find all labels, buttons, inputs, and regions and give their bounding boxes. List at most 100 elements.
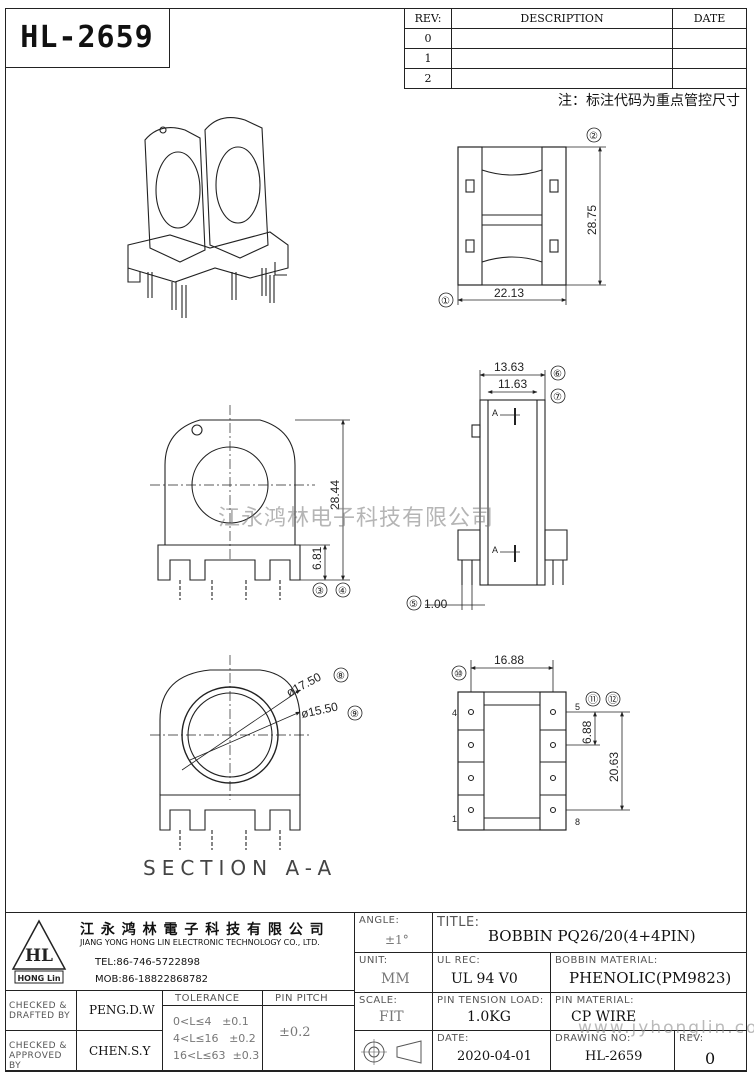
- checked-approved-cell: CHECKED & APPROVED BY: [5, 1031, 77, 1072]
- callout-5: ⑤: [409, 599, 418, 610]
- rev-row: 2: [404, 68, 452, 89]
- angle-label: ANGLE:: [359, 915, 400, 926]
- callout-8: ⑧: [336, 671, 345, 682]
- revision-table: REV: DESCRIPTION DATE 0 1 2: [404, 8, 747, 89]
- dim-pitch: 6.88: [580, 720, 594, 744]
- section-mark-bottom: A: [492, 545, 498, 555]
- checked-approved-label: CHECKED & APPROVED BY: [9, 1041, 67, 1071]
- date-header: DATE: [672, 8, 747, 29]
- ul-value: UL 94 V0: [451, 971, 518, 987]
- side-view: [406, 365, 568, 611]
- dim-outer: 13.63: [494, 360, 524, 374]
- date-value: 2020-04-01: [457, 1049, 532, 1064]
- callout-2: ②: [589, 131, 598, 142]
- bobbin-material-cell: BOBBIN MATERIAL: PHENOLIC(PM9823): [551, 953, 747, 993]
- watermark-url: www.jyhonglin.com: [578, 1018, 754, 1038]
- title-cell: TITLE: BOBBIN PQ26/20(4+4PIN): [433, 913, 747, 953]
- callout-11: ⑪: [588, 694, 598, 706]
- drafted-by-value: PENG.D.W: [89, 1003, 155, 1017]
- dim-outer-dia: ø17.50: [284, 670, 324, 700]
- isometric-view: [127, 117, 289, 318]
- dim-width: 22.13: [494, 286, 524, 300]
- pin-pitch-cell: PIN PITCH ±0.2: [263, 991, 355, 1072]
- technical-drawing: 22.13 28.75 ① ② 13.63 11.63 1.00 A A ⑤ ⑥…: [127, 117, 630, 850]
- section-mark-top: A: [492, 408, 498, 418]
- company-name-cn: 江 永 鸿 林 電 子 科 技 有 限 公 司: [80, 922, 325, 938]
- tolerance-row: 0<L≤4 ±0.1: [173, 1015, 249, 1028]
- drawing-no-value: HL-2659: [585, 1049, 643, 1064]
- approved-by-cell: CHEN.S.Y: [77, 1031, 163, 1072]
- rev-label: REV:: [679, 1033, 704, 1044]
- callout-9: ⑨: [350, 709, 359, 720]
- company-block: HL HONG Lin 江 永 鸿 林 電 子 科 技 有 限 公 司 JIAN…: [5, 913, 355, 991]
- pin-pitch-label: PIN PITCH: [275, 993, 329, 1004]
- dim-height: 28.75: [585, 205, 599, 235]
- ul-label: UL REC:: [437, 955, 481, 966]
- pin-label-4: 4: [452, 708, 457, 718]
- dim-inner-dia: ø15.50: [300, 699, 340, 721]
- part-number: HL-2659: [5, 8, 170, 68]
- tolerance-row: 16<L≤63 ±0.3: [173, 1049, 260, 1062]
- pin-material-label: PIN MATERIAL:: [555, 995, 634, 1006]
- drafted-by-cell: PENG.D.W: [77, 991, 163, 1031]
- front-view: [150, 405, 351, 600]
- checked-drafted-label: CHECKED & DRAFTED BY: [9, 1001, 71, 1021]
- ul-cell: UL REC: UL 94 V0: [433, 953, 551, 993]
- bobbin-material-value: PHENOLIC(PM9823): [569, 969, 732, 987]
- callout-6: ⑥: [553, 369, 562, 380]
- tolerance-row: 4<L≤16 ±0.2: [173, 1032, 256, 1045]
- date-label: DATE:: [437, 1033, 469, 1044]
- control-note: 注：标注代码为重点管控尺寸: [558, 93, 740, 109]
- date-cell: DATE: 2020-04-01: [433, 1031, 551, 1072]
- pin-material-value: CP WIRE: [571, 1009, 637, 1025]
- pin-pitch-value: ±0.2: [279, 1025, 311, 1040]
- top-view: [438, 127, 606, 308]
- logo-sub: HONG Lin: [17, 974, 60, 983]
- tolerance-cell: TOLERANCE 0<L≤4 ±0.1 4<L≤16 ±0.2 16<L≤63…: [163, 991, 263, 1072]
- watermark: 江永鸿林电子科技有限公司: [218, 506, 495, 531]
- company-name-en: JIANG YONG HONG LIN ELECTRONIC TECHNOLOG…: [80, 938, 320, 947]
- scale-cell: SCALE: FIT: [355, 993, 433, 1031]
- rev-cell: REV: 0: [675, 1031, 747, 1072]
- approved-by-value: CHEN.S.Y: [89, 1044, 151, 1058]
- tolerance-label: TOLERANCE: [175, 993, 240, 1004]
- company-logo: HL HONG Lin: [11, 919, 67, 984]
- bottom-view: [451, 660, 630, 831]
- tension-cell: PIN TENSION LOAD: 1.0KG: [433, 993, 551, 1031]
- tension-label: PIN TENSION LOAD:: [437, 995, 544, 1006]
- projection-symbol-icon: [361, 1039, 422, 1065]
- title-block: HL HONG Lin 江 永 鸿 林 電 子 科 技 有 限 公 司 JIAN…: [5, 912, 747, 1072]
- title-label: TITLE:: [437, 915, 480, 930]
- callout-1: ①: [441, 296, 450, 307]
- tension-value: 1.0KG: [467, 1009, 511, 1025]
- callout-12: ⑫: [608, 694, 618, 706]
- unit-label: UNIT:: [359, 955, 388, 966]
- pin-label-1: 1: [452, 814, 457, 824]
- callout-4: ④: [338, 586, 347, 597]
- title-value: BOBBIN PQ26/20(4+4PIN): [488, 927, 696, 945]
- rev-value: 0: [705, 1049, 716, 1068]
- dim-pin: 1.00: [424, 597, 448, 611]
- checked-drafted-cell: CHECKED & DRAFTED BY: [5, 991, 77, 1031]
- pin-label-8: 8: [575, 817, 580, 827]
- angle-cell: ANGLE: ±1°: [355, 913, 433, 953]
- unit-value: MM: [381, 971, 410, 987]
- section-caption: SECTION A-A: [143, 856, 338, 880]
- company-mob: MOB:86-18822868782: [95, 974, 209, 985]
- pin-material-cell: PIN MATERIAL: CP WIRE: [551, 993, 747, 1031]
- callout-3: ③: [315, 586, 324, 597]
- callout-7: ⑦: [553, 392, 562, 403]
- bobbin-material-label: BOBBIN MATERIAL:: [555, 955, 658, 966]
- dim-front-height: 28.44: [328, 480, 342, 510]
- dim-bottom-width: 16.88: [494, 653, 524, 667]
- drawing-no-cell: DRAWING NO: HL-2659: [551, 1031, 675, 1072]
- company-tel: TEL:86-746-5722898: [95, 957, 200, 968]
- dim-span: 20.63: [607, 752, 621, 782]
- scale-value: FIT: [379, 1009, 404, 1025]
- description-header: DESCRIPTION: [451, 8, 673, 29]
- projection-symbol-cell: [355, 1031, 433, 1072]
- drawing-frame: [5, 8, 747, 1071]
- drawing-no-label: DRAWING NO:: [555, 1033, 631, 1044]
- pin-label-5: 5: [575, 702, 580, 712]
- callout-10: ⑩: [454, 669, 463, 680]
